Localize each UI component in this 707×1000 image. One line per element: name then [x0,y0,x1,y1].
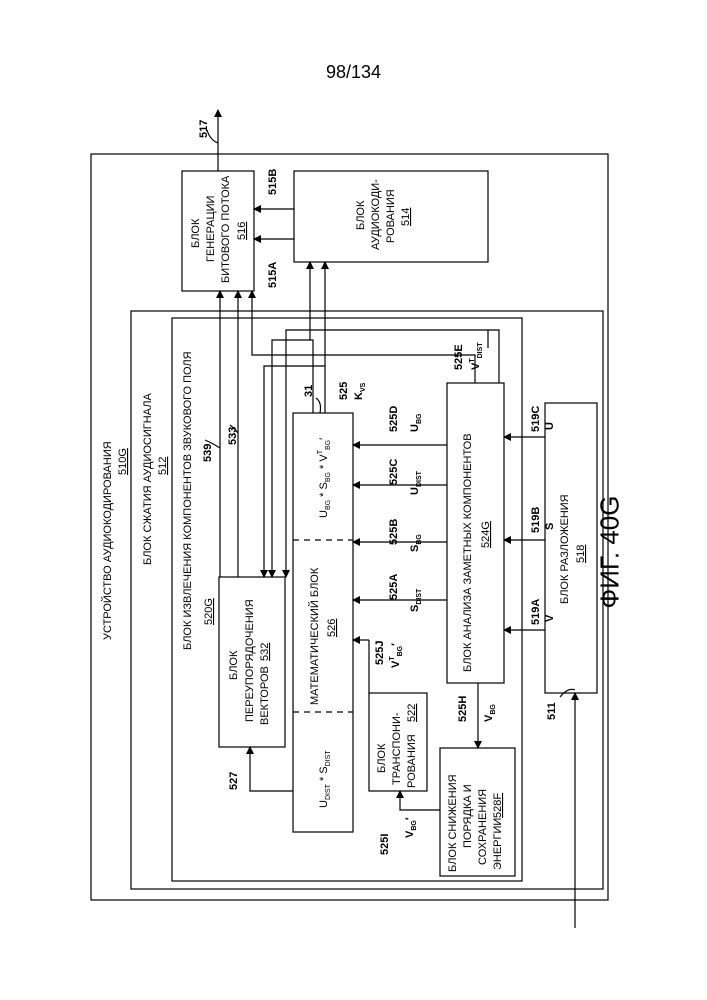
salient-analysis-block [447,383,504,683]
label-31: 31 [303,385,315,397]
label-511: 511 [546,702,558,720]
bitstream-ref: 516 [236,222,248,240]
reorder-line-2: ПЕРЕУПОРЯДОЧЕНИЯ [244,599,256,722]
extract-ref: 520G [203,598,215,625]
label-525I: 525I [379,834,391,855]
label-515B: 515B [267,169,279,195]
math-right-expr: UBG * SBG * VTBG′ [317,438,332,518]
label-525D: 525D [388,406,400,432]
transpose-line-2: ТРАНСПОНИ- [391,712,403,785]
label-s: S [544,523,556,530]
reorder-ref: 532 [259,643,271,661]
label-525B: 525B [388,519,400,545]
label-539: 539 [202,444,214,462]
label-vbg-prime: VBG′ [404,817,418,838]
reorder-line-3: ВЕКТОРОВ [259,666,271,725]
decomposition-block [545,403,597,693]
reorder-line-1: БЛОК [228,650,240,680]
audiocoding-line-1: БЛОК [355,200,367,230]
label-vbg: VBG [483,704,497,722]
label-vt-bg: VTBG′ [389,643,404,668]
transpose-line-1: БЛОК [376,743,388,773]
device-title: УСТРОЙСТВО АУДИОКОДИРОВАНИЯ [101,441,114,640]
bitstream-line-2: ГЕНЕРАЦИИ [205,196,217,262]
bitstream-line-1: БЛОК [190,218,202,248]
label-525J: 525J [374,641,386,665]
label-525C: 525C [388,459,400,485]
salient-ref: 524G [480,521,492,548]
label-vt-dist: VTDIST [469,342,484,370]
order-line-2: ПОРЯДКА И [462,784,474,848]
math-left-expr: UDIST * SDIST [318,750,332,808]
label-515A: 515A [267,262,279,288]
label-519A: 519A [530,599,542,625]
transpose-ref: 522 [406,704,418,722]
label-525A: 525A [388,574,400,600]
label-519B: 519B [530,507,542,533]
audiocoding-ref: 514 [400,208,412,226]
decomposition-ref: 518 [575,545,587,563]
label-ubg: UBG [409,413,423,432]
order-line-3: СОХРАНЕНИЯ [477,789,489,865]
extract-title: БЛОК ИЗВЛЕЧЕНИЯ КОМПОНЕНТОВ ЗВУКОВОГО ПО… [182,351,194,650]
label-u: U [544,422,556,430]
salient-title: БЛОК АНАЛИЗА ЗАМЕТНЫХ КОМПОНЕНТОВ [462,433,474,672]
label-525E: 525E [453,344,465,370]
label-v: V [544,614,556,622]
math-title: МАТЕМАТИЧЕСКИЙ БЛОК [308,567,321,705]
decomposition-title: БЛОК РАЗЛОЖЕНИЯ [559,494,571,604]
order-line-4: ЭНЕРГИИ [492,818,504,870]
label-533: 533 [227,427,239,445]
transpose-line-3: РОВАНИЯ [406,734,418,788]
audiocoding-line-2: АУДИОКОДИ- [370,179,382,250]
label-sbg: SBG [409,534,423,552]
bitstream-line-3: БИТОВОГО ПОТОКА [220,175,232,283]
label-519C: 519C [530,406,542,432]
label-udist: UDIST [409,470,423,495]
device-ref: 510G [117,448,129,475]
label-527: 527 [228,772,240,790]
order-ref: 528F [492,793,504,818]
label-525: 525 [338,382,350,400]
label-525H: 525H [457,696,469,722]
order-line-1: БЛОК СНИЖЕНИЯ [447,774,459,872]
math-ref: 526 [326,619,338,637]
label-kvs: KVS [353,382,367,400]
label-517: 517 [198,120,210,138]
compress-ref: 512 [157,457,169,475]
compress-title: БЛОК СЖАТИЯ АУДИОСИГНАЛА [142,393,154,565]
audiocoding-line-3: РОВАНИЯ [385,189,397,243]
